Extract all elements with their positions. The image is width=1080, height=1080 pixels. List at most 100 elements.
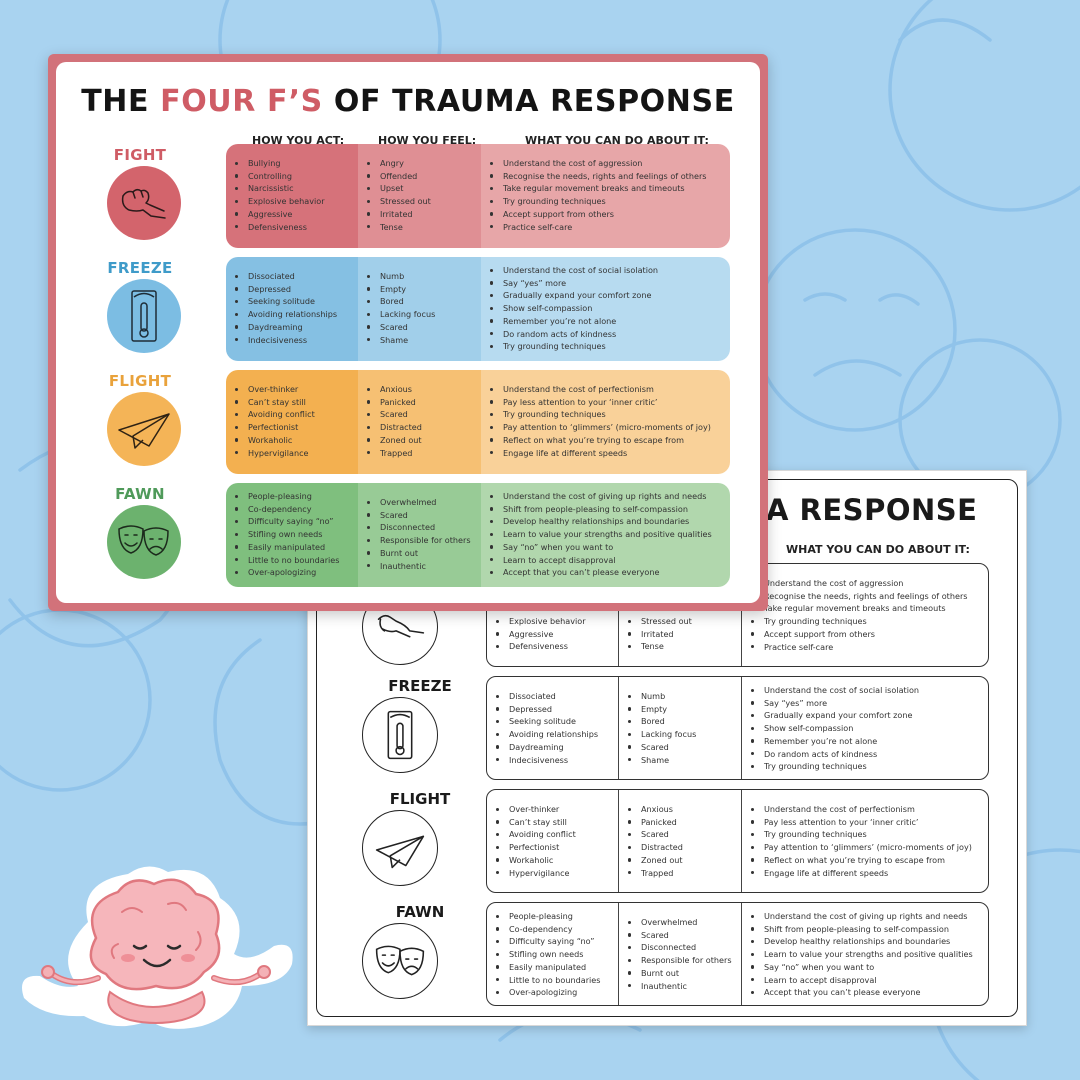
bw-paper-plane-icon xyxy=(362,810,438,886)
list-item: Disconnected xyxy=(625,941,732,954)
list-item: Angry xyxy=(364,157,431,170)
list-item: Workaholic xyxy=(232,434,315,447)
list-item: Shift from people-pleasing to self-compa… xyxy=(748,923,973,936)
list-item: Take regular movement breaks and timeout… xyxy=(487,182,707,195)
list-item: Take regular movement breaks and timeout… xyxy=(748,602,968,615)
list-item: Anxious xyxy=(364,383,422,396)
list-item: Overwhelmed xyxy=(364,496,471,509)
label-flight: FLIGHT xyxy=(108,372,172,390)
list-item: Bored xyxy=(364,295,435,308)
list-item: Little to no boundaries xyxy=(232,554,339,567)
bw-title-partial: A RESPONSE xyxy=(766,493,978,527)
list-item: Irritated xyxy=(625,628,692,641)
list-item: Avoiding conflict xyxy=(232,408,315,421)
list-item: Learn to accept disapproval xyxy=(748,974,973,987)
list-item: Scared xyxy=(625,741,696,754)
list-item: Scared xyxy=(364,509,471,522)
list-item: Try grounding techniques xyxy=(748,615,968,628)
list-item: Say “yes” more xyxy=(487,277,658,290)
list-item: Understand the cost of giving up rights … xyxy=(487,490,712,503)
list-item: Burnt out xyxy=(364,547,471,560)
label-fight: FIGHT xyxy=(113,146,167,164)
list-item: Understand the cost of perfectionism xyxy=(487,383,711,396)
list-item: Workaholic xyxy=(493,854,576,867)
list-item: Understand the cost of aggression xyxy=(487,157,707,170)
color-worksheet: THE FOUR F’S OF TRAUMA RESPONSE HOW YOU … xyxy=(48,54,768,611)
list-item: Upset xyxy=(364,182,431,195)
list-item: Lacking focus xyxy=(625,728,696,741)
page-title: THE FOUR F’S OF TRAUMA RESPONSE xyxy=(56,84,760,119)
list-item: Stressed out xyxy=(625,615,692,628)
label-fawn: FAWN xyxy=(115,485,165,503)
color-worksheet-paper: THE FOUR F’S OF TRAUMA RESPONSE HOW YOU … xyxy=(56,62,760,603)
list-item: Daydreaming xyxy=(493,741,598,754)
bw-header-do: WHAT YOU CAN DO ABOUT IT: xyxy=(786,543,970,556)
list-item: Seeking solitude xyxy=(232,295,337,308)
list-item: Scared xyxy=(625,828,683,841)
list-item: Numb xyxy=(364,270,435,283)
bw-thermometer-icon xyxy=(362,697,438,773)
list-item: Co-dependency xyxy=(232,503,339,516)
list-item: Do random acts of kindness xyxy=(748,748,919,761)
list-item: Gradually expand your comfort zone xyxy=(487,289,658,302)
list-item: Understand the cost of giving up rights … xyxy=(748,910,973,923)
list-item: Tense xyxy=(364,221,431,234)
list-item: Indecisiveness xyxy=(493,754,598,767)
list-item: Say “no” when you want to xyxy=(748,961,973,974)
list-item: Over-thinker xyxy=(232,383,315,396)
list-item: Do random acts of kindness xyxy=(487,328,658,341)
list-item: Engage life at different speeds xyxy=(748,867,972,880)
list-item: Practice self-care xyxy=(748,641,968,654)
list-item: Practice self-care xyxy=(487,221,707,234)
list-item: Recognise the needs, rights and feelings… xyxy=(748,590,968,603)
list-item: Avoiding relationships xyxy=(493,728,598,741)
list-item: Understand the cost of social isolation xyxy=(487,264,658,277)
list-item: Accept that you can’t please everyone xyxy=(487,566,712,579)
list-item: Try grounding techniques xyxy=(487,195,707,208)
list-item: Distracted xyxy=(364,421,422,434)
list-item: Try grounding techniques xyxy=(748,760,919,773)
list-item: Dissociated xyxy=(493,690,598,703)
list-item: Depressed xyxy=(493,703,598,716)
list-item: Remember you’re not alone xyxy=(487,315,658,328)
list-item: Recognise the needs, rights and feelings… xyxy=(487,170,707,183)
bw-do-list: Understand the cost of giving up rights … xyxy=(748,910,973,999)
list-item: Perfectionist xyxy=(232,421,315,434)
paper-plane-icon xyxy=(107,392,181,466)
list-item: Overwhelmed xyxy=(625,916,732,929)
list-item: Defensiveness xyxy=(232,221,325,234)
list-item: Learn to accept disapproval xyxy=(487,554,712,567)
list-item: Scared xyxy=(364,408,422,421)
list-item: Stifling own needs xyxy=(493,948,600,961)
header-how-you-feel: HOW YOU FEEL: xyxy=(378,134,477,147)
list-item: Lacking focus xyxy=(364,308,435,321)
list-item: Reflect on what you’re trying to escape … xyxy=(748,854,972,867)
list-item: Offended xyxy=(364,170,431,183)
list-item: Say “no” when you want to xyxy=(487,541,712,554)
list-item: Stressed out xyxy=(364,195,431,208)
label-freeze: FREEZE xyxy=(107,259,173,277)
list-item: Gradually expand your comfort zone xyxy=(748,709,919,722)
list-item: Aggressive xyxy=(232,208,325,221)
